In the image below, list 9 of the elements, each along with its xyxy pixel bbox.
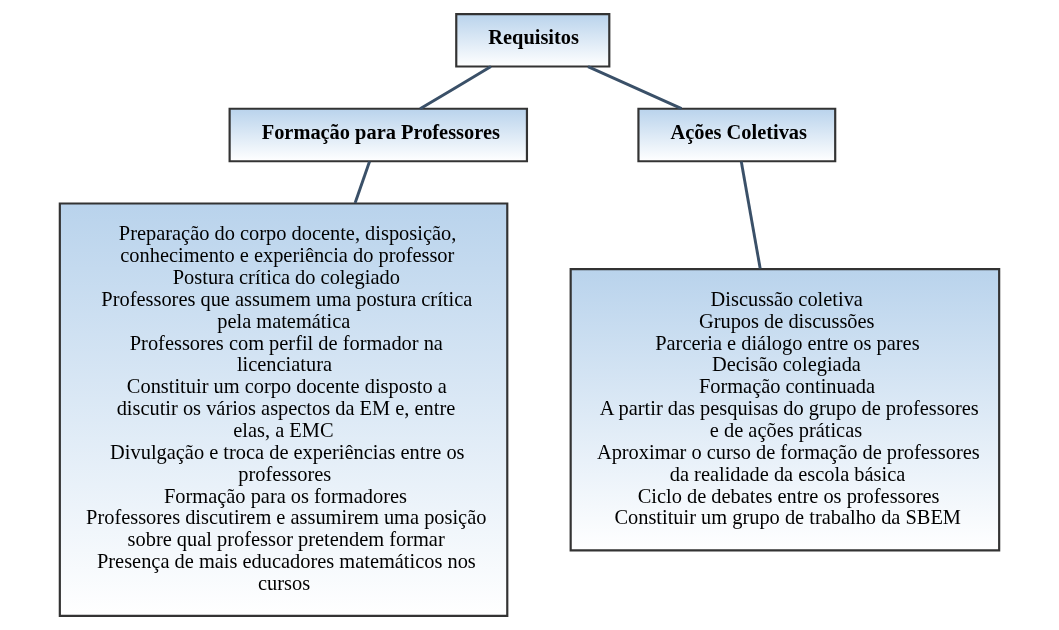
connector bbox=[739, 161, 762, 269]
connector bbox=[419, 65, 492, 110]
connector bbox=[587, 65, 683, 110]
node-box: Preparação do corpo docente, disposição, conhecimento e experiência do professor Postura crítica do colegiado Professores que assumem uma postura crítica pela matemática Professores com perfil de formador na licenciatura Constituir um corpo docente disposto a discutir os vários aspectos da EM e, entre elas, a EMC Divulgação e troca de experiências entre os professores Formação para os formadores Professores discutirem e assumirem uma posição sobre qual professor pretendem formar Presença de mais educadores matemáticos nos cursos bbox=[58, 202, 509, 618]
connector bbox=[353, 161, 371, 204]
node-box: Ações Coletivas bbox=[637, 107, 837, 163]
node-box: Requisitos bbox=[455, 12, 611, 68]
node-box: Discussão coletiva Grupos de discussões Parceria e diálogo entre os pares Decisão colegiada Formação continuada A partir das pesquisas do grupo de professores e de ações práticas Aproximar o curso de formação de professores da realidade da escola básica Ciclo de debates entre os professores Constituir um grupo de trabalho da SBEM bbox=[569, 268, 1001, 552]
node-box: Formação para Professores bbox=[228, 107, 529, 163]
